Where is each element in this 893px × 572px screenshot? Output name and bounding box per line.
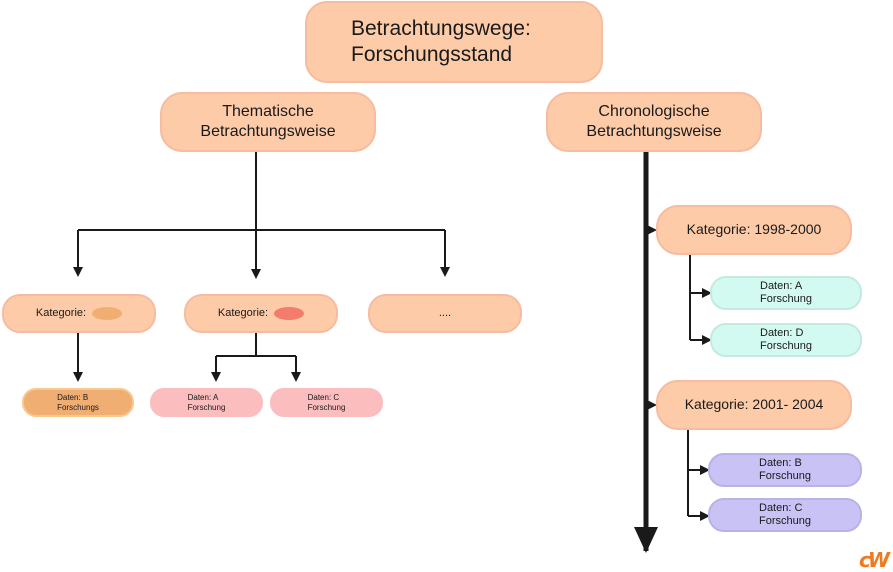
thematic-data-a: Daten: A Forschung — [150, 388, 263, 417]
thematic-category-3: .... — [368, 294, 522, 333]
data-label: Daten: B Forschungs — [57, 392, 99, 412]
chrono-category-1998-2000: Kategorie: 1998-2000 — [656, 205, 852, 255]
data-label: Daten: A Forschung — [187, 392, 226, 412]
category-label: Kategorie: — [35, 306, 87, 319]
chrono-data-d: Daten: D Forschung — [710, 323, 862, 357]
diagram-title: Betrachtungswege: Forschungsstand — [305, 1, 603, 83]
category-label: .... — [438, 306, 452, 319]
chronological-view-label: Chronologische Betrachtungsweise — [586, 103, 722, 140]
data-label: Daten: B Forschung — [759, 457, 811, 482]
data-label: Daten: D Forschung — [760, 327, 812, 352]
brand-logo: cW — [859, 548, 890, 572]
category-label: Kategorie: — [217, 306, 269, 319]
thematic-data-c: Daten: C Forschung — [270, 388, 383, 417]
data-label: Daten: A Forschung — [760, 280, 812, 305]
category-label: Kategorie: 2001- 2004 — [684, 396, 824, 413]
chrono-data-a: Daten: A Forschung — [710, 276, 862, 310]
thematic-view-node: Thematische Betrachtungsweise — [160, 92, 376, 152]
diagram-title-text: Betrachtungswege: Forschungsstand — [351, 16, 531, 66]
thematic-category-1: Kategorie: — [2, 294, 156, 333]
thematic-view-label: Thematische Betrachtungsweise — [200, 103, 336, 140]
chrono-category-2001-2004: Kategorie: 2001- 2004 — [656, 380, 852, 430]
thematic-category-2: Kategorie: — [184, 294, 338, 333]
data-label: Daten: C Forschung — [759, 502, 811, 527]
chrono-data-c: Daten: C Forschung — [708, 498, 862, 532]
thematic-data-b: Daten: B Forschungs — [22, 388, 134, 417]
data-label: Daten: C Forschung — [307, 392, 346, 412]
chronological-view-node: Chronologische Betrachtungsweise — [546, 92, 762, 152]
category-label: Kategorie: 1998-2000 — [686, 221, 822, 238]
category-color-oval — [274, 307, 305, 320]
category-color-oval — [92, 307, 123, 320]
chrono-data-b: Daten: B Forschung — [708, 453, 862, 487]
